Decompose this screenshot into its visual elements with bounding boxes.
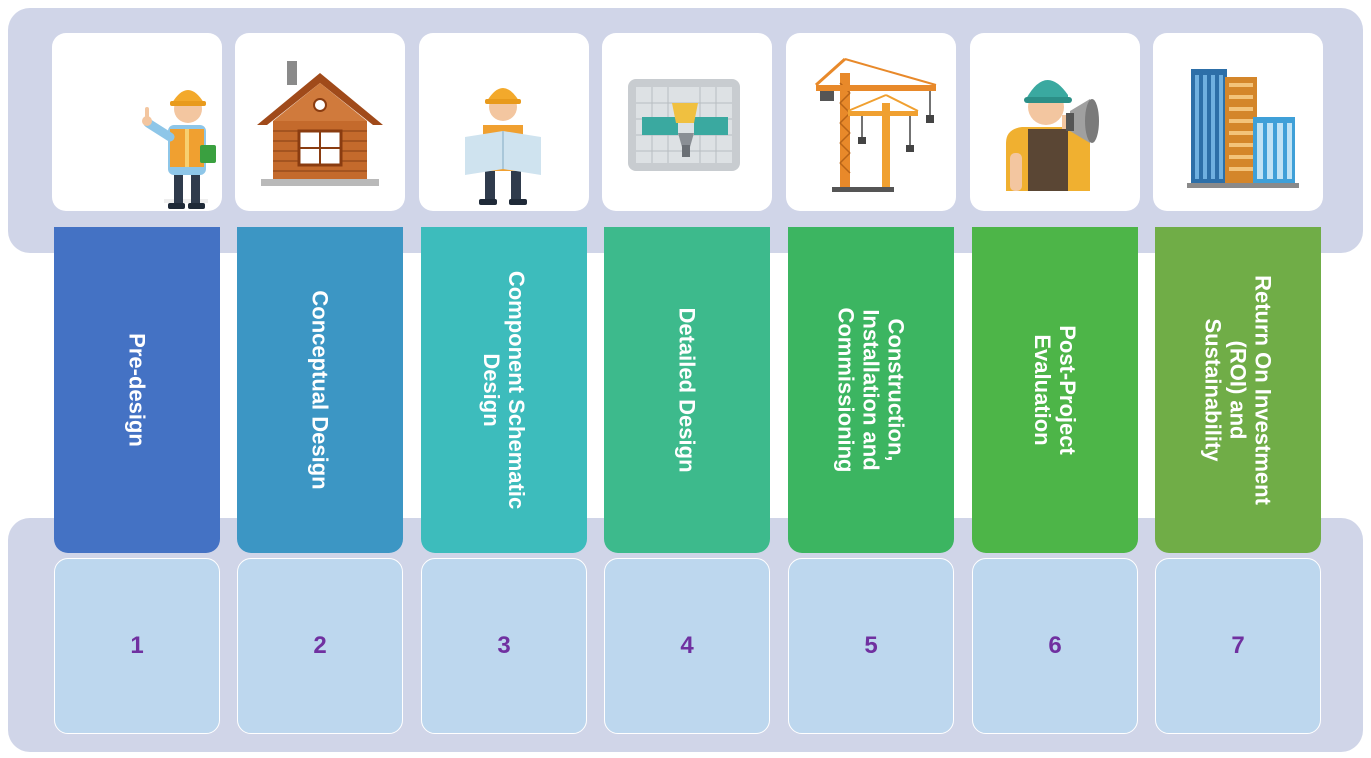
stage-number: 5 (864, 632, 878, 659)
tower-crane-icon (814, 57, 937, 192)
stage-label-box: Conceptual Design (237, 227, 403, 553)
stage-number: 1 (130, 632, 144, 659)
stage-number: 2 (313, 632, 327, 659)
stage-number-box: 7 (1155, 558, 1321, 734)
stage-label-box: Detailed Design (604, 227, 770, 553)
stage-number-box: 4 (604, 558, 770, 734)
stage-3: Component Schematic Design 3 (419, 0, 589, 758)
house-icon (257, 61, 383, 186)
floor-plan-icon (628, 79, 740, 171)
engineer-thumbs-up-icon (142, 90, 216, 209)
stage-number: 4 (680, 632, 694, 659)
icon-card (419, 33, 589, 211)
stage-label-box: Pre-design (54, 227, 220, 553)
stage-7: Return On Investment (ROI) and Sustainab… (1153, 0, 1323, 758)
icon-card (235, 33, 405, 211)
stage-label: Pre-design (124, 333, 150, 447)
stage-label: Construction, Installation and Commissio… (833, 307, 909, 473)
stage-number-box: 6 (972, 558, 1138, 734)
stage-label-box: Construction, Installation and Commissio… (788, 227, 954, 553)
stage-label: Detailed Design (674, 307, 700, 473)
stage-5: Construction, Installation and Commissio… (786, 0, 956, 758)
stage-label-box: Return On Investment (ROI) and Sustainab… (1155, 227, 1321, 553)
icon-card (970, 33, 1140, 211)
stage-label-box: Component Schematic Design (421, 227, 587, 553)
worker-megaphone-icon (1006, 79, 1099, 191)
office-buildings-icon (1187, 69, 1299, 188)
icon-card (602, 33, 772, 211)
stage-1: Pre-design 1 (52, 0, 222, 758)
stage-number-box: 3 (421, 558, 587, 734)
stage-label-box: Post-Project Evaluation (972, 227, 1138, 553)
stage-number-box: 5 (788, 558, 954, 734)
stage-label: Conceptual Design (307, 290, 333, 490)
stage-number: 6 (1048, 632, 1062, 659)
stage-number-box: 2 (237, 558, 403, 734)
stage-label: Return On Investment (ROI) and Sustainab… (1200, 275, 1276, 505)
stage-6: Post-Project Evaluation 6 (970, 0, 1140, 758)
stage-label: Component Schematic Design (479, 270, 529, 510)
stage-number: 3 (497, 632, 511, 659)
icon-card (1153, 33, 1323, 211)
stage-number: 7 (1231, 632, 1245, 659)
stage-4: Detailed Design 4 (602, 0, 772, 758)
stage-2: Conceptual Design 2 (235, 0, 405, 758)
icon-card (786, 33, 956, 211)
engineer-blueprint-icon (465, 88, 541, 205)
icon-card (52, 33, 222, 211)
stage-label: Post-Project Evaluation (1030, 325, 1080, 455)
stage-number-box: 1 (54, 558, 220, 734)
